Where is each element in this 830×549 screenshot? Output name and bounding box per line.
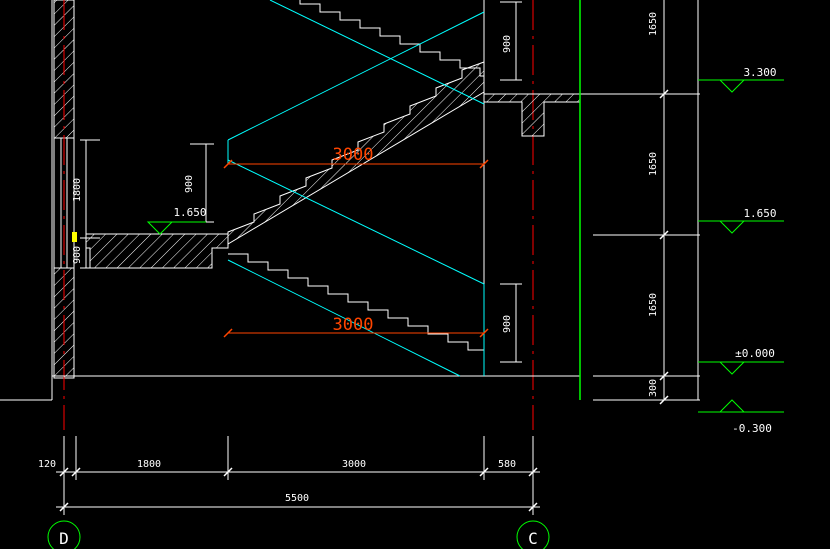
level-below-label: -0.300 bbox=[732, 422, 772, 435]
level-top-label: 3.300 bbox=[743, 66, 776, 79]
run-lower-label: 3000 bbox=[333, 315, 374, 335]
axis-bubble-c-circle bbox=[516, 520, 550, 549]
level-marker-below: -0.300 bbox=[698, 399, 784, 435]
rise-right-upper-label: 900 bbox=[502, 35, 513, 53]
landing-level-triangle bbox=[146, 221, 174, 235]
bottom-dim-1-label: 120 bbox=[38, 459, 56, 470]
run-lower-tick-left bbox=[223, 328, 233, 338]
rise-left-label: 900 bbox=[184, 175, 195, 193]
window-sill-marker bbox=[72, 232, 77, 242]
axis-bubble-d-label: D bbox=[59, 529, 69, 548]
elevation-scale: 1650 1650 1650 300 3.300 1.650 ±0.000 -0… bbox=[579, 0, 784, 435]
right-structure bbox=[483, 0, 593, 376]
cut-line-1 bbox=[269, 0, 485, 105]
cut-line-5 bbox=[227, 259, 461, 377]
bottom-tick-2 bbox=[71, 467, 81, 477]
elevation-seg-4-label: 300 bbox=[648, 379, 659, 397]
elevation-slash-1 bbox=[659, 89, 669, 99]
level-marker-mid: 1.650 bbox=[698, 207, 784, 234]
elevation-seg-2-label: 1650 bbox=[648, 152, 659, 176]
run-upper-tick-left bbox=[223, 159, 233, 169]
bottom-tick-5 bbox=[528, 467, 538, 477]
axis-bubble-c: C bbox=[516, 520, 550, 549]
elevation-slash-2 bbox=[659, 230, 669, 240]
run-lower-tick-right bbox=[479, 328, 489, 338]
bottom-tick-3 bbox=[223, 467, 233, 477]
bottom-dim-3-label: 3000 bbox=[342, 459, 366, 470]
axis-bubble-c-label: C bbox=[528, 529, 538, 548]
bottom-dim-2-label: 1800 bbox=[137, 459, 161, 470]
middle-landing-slab bbox=[85, 233, 229, 269]
cut-stair-flight bbox=[227, 61, 485, 245]
level-ground-triangle bbox=[718, 361, 746, 375]
elevation-seg-1-label: 1650 bbox=[648, 12, 659, 36]
level-mid-label: 1.650 bbox=[743, 207, 776, 220]
bottom-dimension-chain: 120 1800 3000 580 5500 bbox=[38, 436, 540, 515]
level-marker-ground: ±0.000 bbox=[698, 347, 784, 375]
upper-landing-slab bbox=[483, 93, 581, 137]
elevation-seg-3-label: 1650 bbox=[648, 293, 659, 317]
bottom-total-tick-2 bbox=[528, 502, 538, 512]
wall-dim-bottom-label: 900 bbox=[72, 246, 83, 264]
bottom-total-tick-1 bbox=[59, 502, 69, 512]
cut-line-4 bbox=[227, 159, 485, 285]
lower-stair-profile bbox=[228, 253, 484, 351]
run-upper-label: 3000 bbox=[333, 145, 374, 165]
rise-right-lower-label: 900 bbox=[502, 315, 513, 333]
axis-bubble-d-circle bbox=[47, 520, 81, 549]
wall-dim-top-label: 1800 bbox=[72, 178, 83, 202]
axis-bubble-d: D bbox=[47, 520, 81, 549]
left-wall bbox=[0, 0, 77, 401]
level-mid-triangle bbox=[718, 220, 746, 234]
section-cut-lines bbox=[227, 0, 485, 377]
level-ground-label: ±0.000 bbox=[735, 347, 775, 360]
elevation-slash-3 bbox=[659, 371, 669, 381]
bottom-tick-4 bbox=[479, 467, 489, 477]
bottom-tick-1 bbox=[59, 467, 69, 477]
bottom-total-label: 5500 bbox=[285, 493, 309, 504]
level-below-triangle bbox=[718, 399, 746, 413]
upper-stair-profile bbox=[299, 0, 484, 77]
run-upper-tick-right bbox=[479, 159, 489, 169]
bottom-dim-4-label: 580 bbox=[498, 459, 516, 470]
cut-line-2 bbox=[227, 11, 485, 141]
level-top-triangle bbox=[718, 79, 746, 93]
run-dimensions: 3000 3000 bbox=[223, 145, 489, 338]
elevation-slash-4 bbox=[659, 395, 669, 405]
rise-dimensions: 900 900 900 bbox=[184, 1, 522, 363]
landing-level-label: 1.650 bbox=[173, 206, 206, 219]
level-marker-top: 3.300 bbox=[698, 66, 784, 93]
landing-level-marker: 1.650 bbox=[146, 206, 207, 235]
